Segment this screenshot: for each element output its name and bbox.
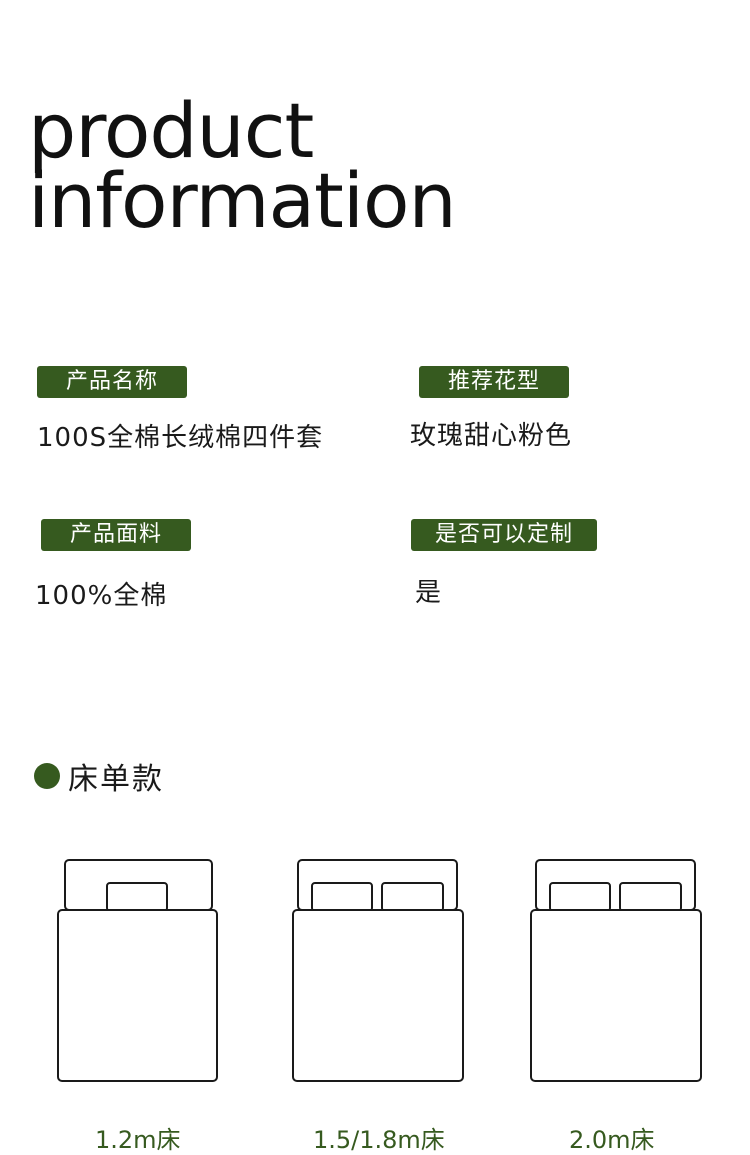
page-title: product information	[28, 86, 457, 245]
bed-diagram-2-0m	[528, 858, 704, 1084]
bed-diagram-1-5-1-8m	[290, 858, 466, 1084]
bed-king-icon	[530, 859, 702, 1082]
info-value-customizable: 是	[415, 578, 443, 608]
info-value-product-name: 100S全棉长绒棉四件套	[37, 423, 324, 453]
section-heading-text: 床单款	[68, 762, 164, 797]
page-title-line-2: information	[28, 156, 457, 245]
info-label-product-name: 产品名称	[37, 366, 187, 398]
bed-label-1-2m: 1.2m床	[95, 1126, 181, 1154]
bed-diagram-1-2m	[55, 858, 221, 1084]
bed-label-2-0m: 2.0m床	[569, 1126, 655, 1154]
section-heading: 床单款	[34, 756, 164, 797]
bed-single-icon	[57, 859, 218, 1082]
info-value-fabric: 100%全棉	[35, 581, 168, 611]
bed-label-1-5-1-8m: 1.5/1.8m床	[313, 1126, 445, 1154]
info-label-customizable: 是否可以定制	[411, 519, 597, 551]
info-value-recommended-pattern: 玫瑰甜心粉色	[410, 421, 573, 451]
bullet-dot-icon	[34, 763, 60, 789]
bed-double-icon	[292, 859, 464, 1082]
info-label-fabric: 产品面料	[41, 519, 191, 551]
page-title-line-1: product	[28, 86, 314, 175]
info-label-recommended-pattern: 推荐花型	[419, 366, 569, 398]
